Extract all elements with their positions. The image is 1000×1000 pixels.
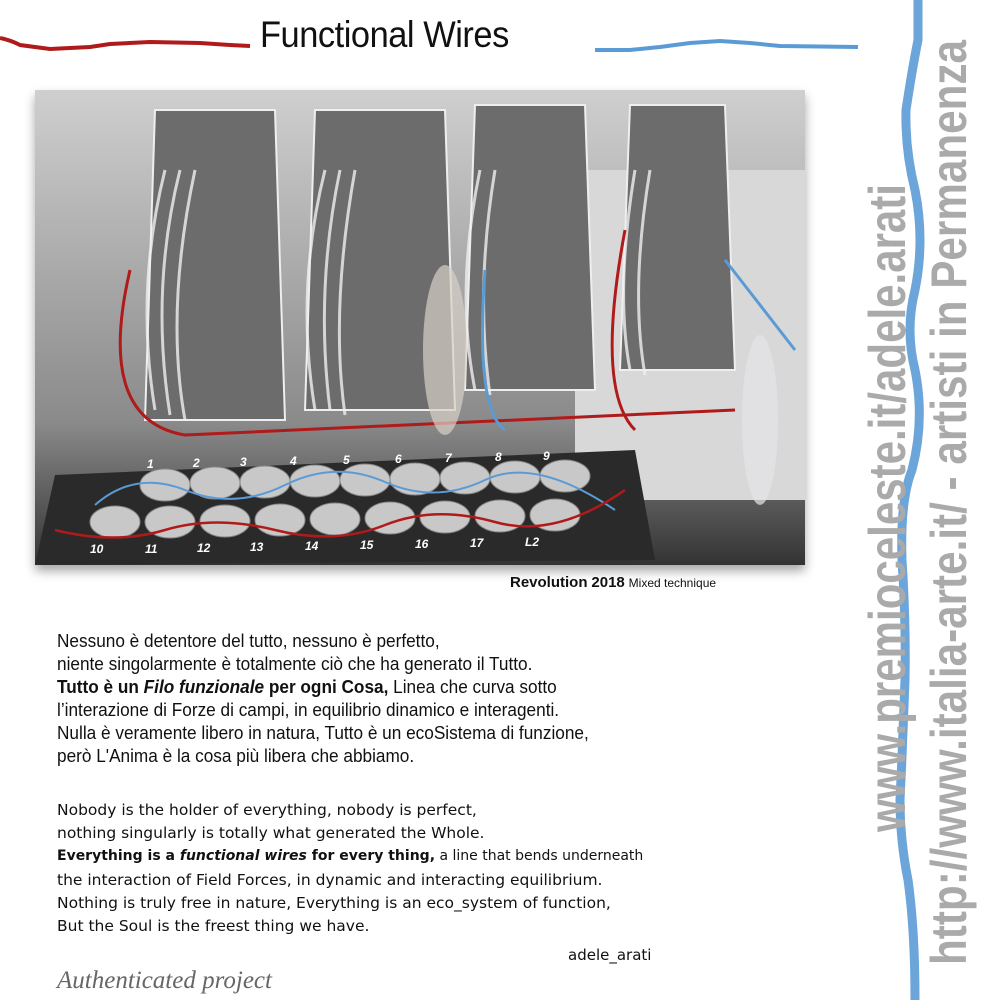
blue-wire-top (595, 38, 859, 52)
key-label: 3 (240, 455, 247, 469)
side-links: www.premioceleste.it/adele.arati http://… (859, 39, 977, 965)
text-it-line: però L'Anima è la cosa più libera che ab… (57, 745, 415, 766)
key-label: 2 (192, 456, 200, 470)
page-title: Functional Wires (260, 14, 509, 55)
key-label: 15 (360, 538, 374, 552)
key-label: 8 (495, 450, 502, 464)
key-label: 1 (147, 457, 154, 471)
bold-text: Tutto è un (57, 676, 144, 697)
signature: adele_arati (568, 946, 652, 964)
key-label: 12 (197, 541, 211, 555)
key-label: 14 (305, 539, 319, 553)
blue-wire-vertical (895, 0, 925, 1000)
key-label: 17 (470, 536, 485, 550)
text-it-line: l’interazione di Forze di campi, in equi… (57, 699, 560, 720)
key-label: 4 (289, 454, 297, 468)
key-label: 5 (343, 453, 350, 467)
text-en-line: the interaction of Field Forces, in dyna… (57, 871, 603, 889)
text: a line that bends underneath (435, 848, 644, 864)
bold-text: for every thing, (306, 848, 436, 864)
key-label: 9 (543, 449, 550, 463)
artwork-photo: 1 2 3 4 5 6 7 8 9 10 11 12 13 14 15 16 1… (35, 90, 805, 565)
text-en-line: Nothing is truly free in nature, Everyth… (57, 894, 611, 912)
artwork-caption: Revolution 2018 Mixed technique (510, 574, 716, 591)
key-label: L2 (525, 535, 539, 549)
emphasis-text: functional wires (179, 848, 307, 864)
key-label: 13 (250, 540, 264, 554)
key-label: 11 (145, 542, 158, 556)
text-it-line: Nessuno è detentore del tutto, nessuno è… (57, 630, 440, 651)
key-label: 16 (415, 537, 429, 551)
side-link-premioceleste[interactable]: www.premioceleste.it/adele.arati (859, 184, 917, 833)
artwork-technique: Mixed technique (628, 576, 717, 590)
emphasis-text: Filo funzionale (143, 676, 265, 697)
bold-text: per ogni Cosa, (264, 676, 389, 697)
text-it-line: niente singolarmente è totalmente ciò ch… (57, 653, 533, 674)
red-wire (0, 36, 251, 52)
text-en-line: But the Soul is the freest thing we have… (57, 917, 370, 935)
authenticated-label: Authenticated project (57, 967, 272, 994)
artwork-year: 2018 (591, 574, 625, 591)
artwork-title: Revolution (510, 574, 588, 591)
text: Linea che curva sotto (388, 676, 557, 697)
text-en-line: Everything is a functional wires for eve… (57, 848, 643, 864)
text-en-line: nothing singularly is totally what gener… (57, 824, 485, 842)
text-en-line: Nobody is the holder of everything, nobo… (57, 801, 477, 819)
key-label: 10 (90, 542, 104, 556)
key-label: 7 (445, 451, 453, 465)
side-link-italia-arte[interactable]: http://www.italia-arte.it/ - artisti in … (921, 39, 977, 965)
bold-text: Everything is a (57, 848, 180, 864)
key-label: 6 (395, 452, 402, 466)
text-it-line: Nulla è veramente libero in natura, Tutt… (57, 722, 589, 743)
text-it-line: Tutto è un Filo funzionale per ogni Cosa… (57, 676, 557, 698)
